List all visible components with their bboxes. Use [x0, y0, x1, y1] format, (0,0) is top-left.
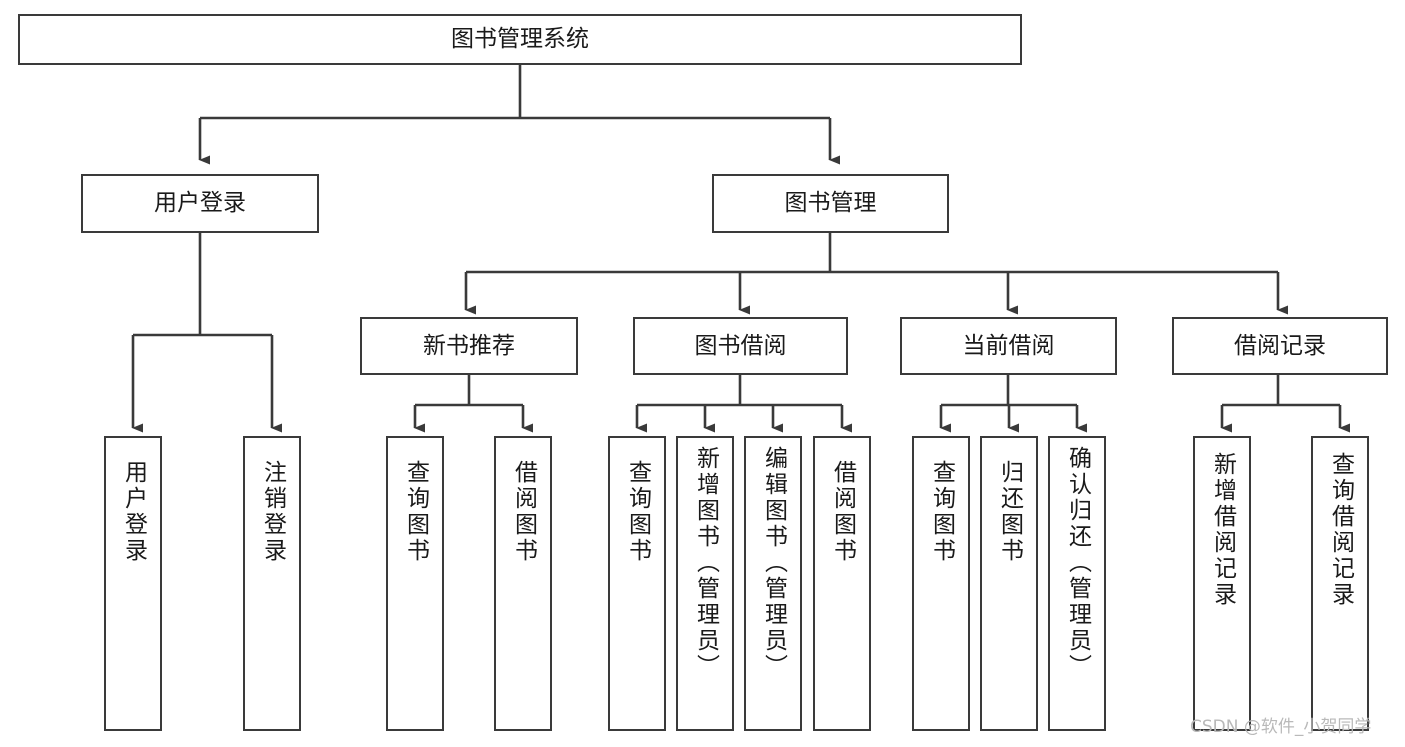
node-label: 查询图书 [928, 460, 955, 564]
node-label: 借阅记录 [1234, 332, 1326, 359]
node-label: 查询图书 [624, 460, 651, 564]
connector-userlogin-to-leaves [131, 233, 282, 433]
node-label: 归还图书 [996, 460, 1023, 564]
node-book-borrow[interactable]: 图书借阅 [633, 317, 848, 375]
node-label: 用户登录 [120, 460, 147, 564]
node-user-login[interactable]: 用户登录 [81, 174, 319, 233]
node-label: 新增图书（管理员） [692, 446, 719, 680]
node-leaf-logout[interactable]: 注销登录 [243, 436, 301, 731]
connector-bookborrow-to-leaves [635, 375, 852, 433]
node-label: 确认归还（管理员） [1064, 446, 1091, 680]
connector-newbook-to-leaves [413, 375, 533, 433]
node-leaf-add-book-admin[interactable]: 新增图书（管理员） [676, 436, 734, 731]
node-label: 借阅图书 [510, 460, 537, 564]
connector-bookmgmt-to-level3 [464, 233, 1288, 315]
node-leaf-query-book-borrow[interactable]: 查询图书 [608, 436, 666, 731]
node-book-management[interactable]: 图书管理 [712, 174, 949, 233]
node-label: 图书管理系统 [451, 26, 589, 53]
node-label: 编辑图书（管理员） [760, 446, 787, 680]
node-label: 新书推荐 [423, 332, 515, 359]
node-label: 图书管理 [784, 190, 877, 217]
connector-currentborrow-to-leaves [939, 375, 1087, 433]
node-leaf-edit-book-admin[interactable]: 编辑图书（管理员） [744, 436, 802, 731]
node-leaf-confirm-return-admin[interactable]: 确认归还（管理员） [1048, 436, 1106, 731]
node-leaf-user-login[interactable]: 用户登录 [104, 436, 162, 731]
node-leaf-query-borrow-record[interactable]: 查询借阅记录 [1311, 436, 1369, 731]
node-current-borrow[interactable]: 当前借阅 [900, 317, 1117, 375]
node-label: 查询借阅记录 [1327, 452, 1354, 608]
node-label: 查询图书 [402, 460, 429, 564]
node-leaf-borrow-book-recommend[interactable]: 借阅图书 [494, 436, 552, 731]
node-label: 用户登录 [154, 190, 246, 217]
node-label: 注销登录 [259, 460, 286, 564]
node-leaf-borrow-book[interactable]: 借阅图书 [813, 436, 871, 731]
node-borrow-record[interactable]: 借阅记录 [1172, 317, 1388, 375]
node-label: 借阅图书 [829, 460, 856, 564]
connector-borrowrecord-to-leaves [1220, 375, 1350, 433]
node-leaf-query-book-recommend[interactable]: 查询图书 [386, 436, 444, 731]
node-label: 当前借阅 [962, 332, 1055, 359]
node-label: 图书借阅 [694, 332, 787, 359]
node-leaf-add-borrow-record[interactable]: 新增借阅记录 [1193, 436, 1251, 731]
node-label: 新增借阅记录 [1209, 452, 1236, 608]
node-new-book-recommend[interactable]: 新书推荐 [360, 317, 578, 375]
node-leaf-query-book-current[interactable]: 查询图书 [912, 436, 970, 731]
node-root-book-management-system[interactable]: 图书管理系统 [18, 14, 1022, 65]
node-leaf-return-book[interactable]: 归还图书 [980, 436, 1038, 731]
csdn-watermark: CSDN @软件_小贺同学 [1190, 717, 1372, 737]
connector-root-to-level2 [198, 65, 840, 165]
